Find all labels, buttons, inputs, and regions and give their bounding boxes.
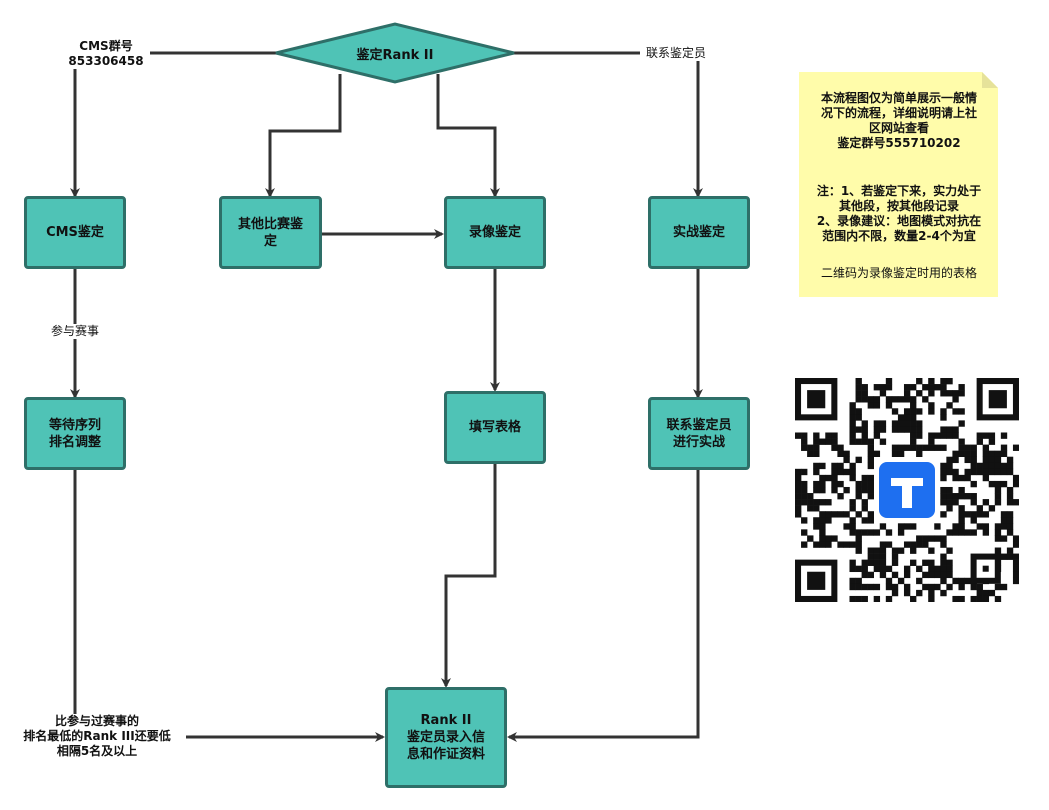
node-video: 录像鉴定 — [444, 196, 546, 269]
qr-finder-bottom-left — [795, 559, 838, 602]
edge-start-to-video — [436, 74, 500, 198]
note-fold — [982, 72, 998, 88]
start-diamond — [275, 22, 515, 84]
label-rank-condition: 比参与过赛事的 排名最低的Rank III还要低 相隔5名及以上 — [8, 714, 186, 759]
node-other-match: 其他比赛鉴 定 — [219, 196, 322, 269]
note-remarks: 注：1、若鉴定下来，实力处于 其他段，按其他段记录 2、录像建议：地图模式对抗在… — [816, 184, 982, 243]
qr-finder-top-right — [976, 378, 1019, 421]
node-live: 实战鉴定 — [648, 196, 750, 269]
label-contact-judge: 联系鉴定员 — [640, 46, 712, 61]
node-fill: 填写表格 — [444, 391, 546, 464]
qr-finder-top-left — [795, 378, 838, 421]
qr-alignment-pattern — [970, 553, 1001, 584]
note-intro: 本流程图仅为简单展示一般情 况下的流程，详细说明请上社 区网站查看 鉴定群号55… — [820, 91, 977, 150]
note-qr-caption: 二维码为录像鉴定时用的表格 — [820, 266, 977, 280]
node-final: Rank II 鉴定员录入信 息和作证资料 — [385, 687, 507, 788]
node-cms: CMS鉴定 — [24, 196, 126, 269]
edge-start-to-cms — [70, 51, 276, 198]
edge-fill-to-final — [441, 464, 497, 688]
node-wait: 等待序列 排名调整 — [24, 397, 126, 470]
edge-start-to-live — [514, 51, 703, 198]
tencent-docs-logo-icon — [879, 462, 935, 518]
note-background — [799, 72, 998, 297]
qr-code — [795, 378, 1019, 602]
label-join-event: 参与赛事 — [44, 324, 106, 339]
edge-wait-to-final — [73, 470, 385, 742]
edge-contact-to-final — [507, 470, 700, 742]
edge-start-to-other — [265, 74, 342, 198]
start-node-label: 鉴定Rank II — [356, 48, 434, 63]
node-contact: 联系鉴定员 进行实战 — [648, 397, 750, 470]
label-cms-group: CMS群号 853306458 — [62, 39, 150, 69]
